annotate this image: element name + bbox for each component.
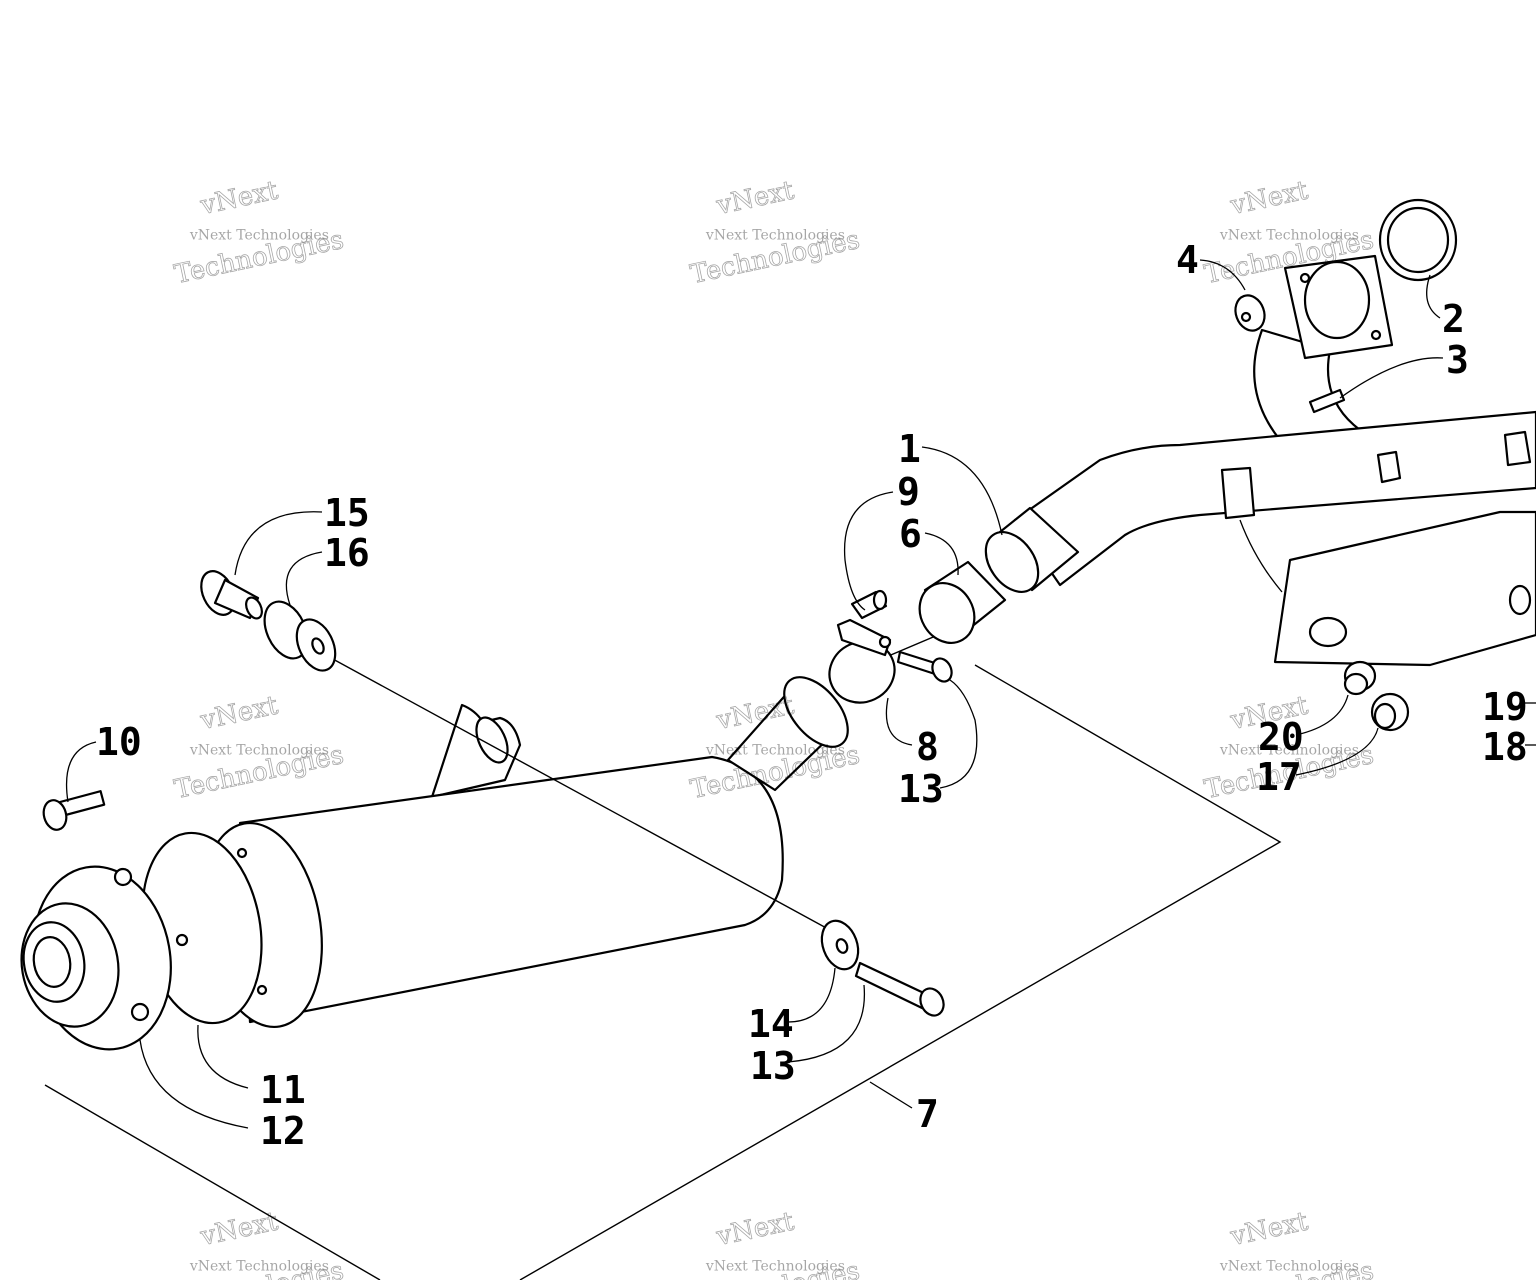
- mount-tab-1: [1220, 466, 1256, 520]
- sleeve-6[interactable]: [909, 560, 1007, 653]
- svg-text:vNext: vNext: [1227, 175, 1311, 221]
- watermark-4: vNext vNext Technologies Technologies: [171, 690, 346, 805]
- watermark-9: vNext vNext Technologies Technologies: [1201, 1206, 1376, 1280]
- callout-13-lower[interactable]: 13: [750, 1044, 796, 1088]
- grommet-17[interactable]: [1370, 692, 1410, 732]
- heat-shield-hole-2: [1508, 584, 1532, 616]
- callout-1[interactable]: 1: [898, 427, 921, 471]
- callout-20[interactable]: 20: [1258, 715, 1304, 759]
- svg-text:vNext Technologies: vNext Technologies: [189, 743, 329, 759]
- svg-text:vNext Technologies: vNext Technologies: [1219, 228, 1359, 244]
- muffler[interactable]: [12, 666, 860, 1061]
- stud-3[interactable]: [1308, 388, 1346, 414]
- end-cap-bolt-1: [113, 867, 133, 887]
- watermark-7: vNext vNext Technologies Technologies: [171, 1206, 346, 1280]
- assembly-outline-left: [44, 1084, 381, 1280]
- callout-17[interactable]: 17: [1256, 755, 1302, 799]
- header-tube: [1013, 410, 1536, 587]
- watermark-2: vNext vNext Technologies Technologies: [687, 175, 862, 290]
- callout-7[interactable]: 7: [916, 1092, 939, 1136]
- svg-text:vNext: vNext: [197, 1206, 281, 1252]
- svg-text:vNext: vNext: [713, 175, 797, 221]
- end-cap-bolt-3: [175, 933, 189, 947]
- header-pipe[interactable]: [975, 254, 1536, 667]
- mounting-axis-line: [319, 651, 831, 931]
- watermark-1: vNext vNext Technologies Technologies: [171, 175, 346, 290]
- mount-tab-2: [1376, 450, 1402, 484]
- svg-text:vNext Technologies: vNext Technologies: [1219, 1259, 1359, 1275]
- gasket-2[interactable]: [1378, 198, 1458, 282]
- watermark-8: vNext vNext Technologies Technologies: [687, 1206, 862, 1280]
- spacer-15[interactable]: [195, 566, 265, 621]
- gasket-hole-2: [256, 984, 268, 996]
- callout-14[interactable]: 14: [748, 1002, 794, 1046]
- clamp-8[interactable]: [819, 618, 904, 713]
- bolt-13-lower[interactable]: [854, 961, 948, 1019]
- mount-tab-3: [1503, 430, 1532, 467]
- svg-text:vNext Technologies: vNext Technologies: [1219, 743, 1359, 759]
- flange-bore: [1303, 260, 1371, 340]
- spring-9[interactable]: [850, 589, 888, 620]
- heat-shield-hole-1: [1308, 616, 1348, 648]
- svg-text:vNext: vNext: [197, 690, 281, 736]
- watermark-6: vNext vNext Technologies Technologies: [1201, 690, 1376, 805]
- svg-text:vNext: vNext: [713, 1206, 797, 1252]
- flange-hole-2: [1370, 329, 1382, 341]
- svg-text:vNext Technologies: vNext Technologies: [189, 1259, 329, 1275]
- callout-16[interactable]: 16: [324, 531, 370, 575]
- callout-labels: 1 2 3 4 6 7 8 9 10 11 12 13 13 14 15 16 …: [96, 238, 1528, 1153]
- callout-18[interactable]: 18: [1482, 725, 1528, 769]
- inlet-pipe-end: [783, 676, 849, 748]
- bolt-13-upper[interactable]: [896, 650, 955, 685]
- svg-text:vNext Technologies: vNext Technologies: [705, 743, 845, 759]
- callout-8[interactable]: 8: [916, 725, 939, 769]
- gasket-hole-1: [236, 847, 248, 859]
- callout-6[interactable]: 6: [899, 512, 922, 556]
- nut-4[interactable]: [1231, 291, 1270, 334]
- callout-15[interactable]: 15: [324, 491, 370, 535]
- callout-4[interactable]: 4: [1176, 238, 1199, 282]
- callout-13-upper[interactable]: 13: [898, 767, 944, 811]
- callout-11[interactable]: 11: [260, 1068, 306, 1112]
- bolt-10[interactable]: [40, 790, 106, 832]
- outlet-bore: [32, 936, 72, 988]
- flange-hole-1: [1299, 272, 1311, 284]
- end-cap-bolt-2: [130, 1002, 150, 1022]
- callout-10[interactable]: 10: [96, 720, 142, 764]
- bracket-hole: [475, 716, 509, 764]
- svg-text:vNext: vNext: [197, 175, 281, 221]
- callout-12[interactable]: 12: [260, 1109, 306, 1153]
- assembly-outline: [519, 664, 1282, 1280]
- svg-text:vNext Technologies: vNext Technologies: [705, 1259, 845, 1275]
- svg-text:vNext: vNext: [1227, 1206, 1311, 1252]
- grommet-16[interactable]: [256, 595, 343, 677]
- callout-9[interactable]: 9: [897, 470, 920, 514]
- callout-19[interactable]: 19: [1482, 685, 1528, 729]
- washer-14[interactable]: [815, 916, 864, 975]
- slip-joint-end: [984, 531, 1040, 593]
- svg-text:vNext Technologies: vNext Technologies: [705, 228, 845, 244]
- svg-text:vNext Technologies: vNext Technologies: [189, 228, 329, 244]
- callout-2[interactable]: 2: [1442, 297, 1465, 341]
- callout-3[interactable]: 3: [1446, 338, 1469, 382]
- leader-lines: [65, 259, 1536, 1129]
- nut-20[interactable]: [1343, 660, 1377, 696]
